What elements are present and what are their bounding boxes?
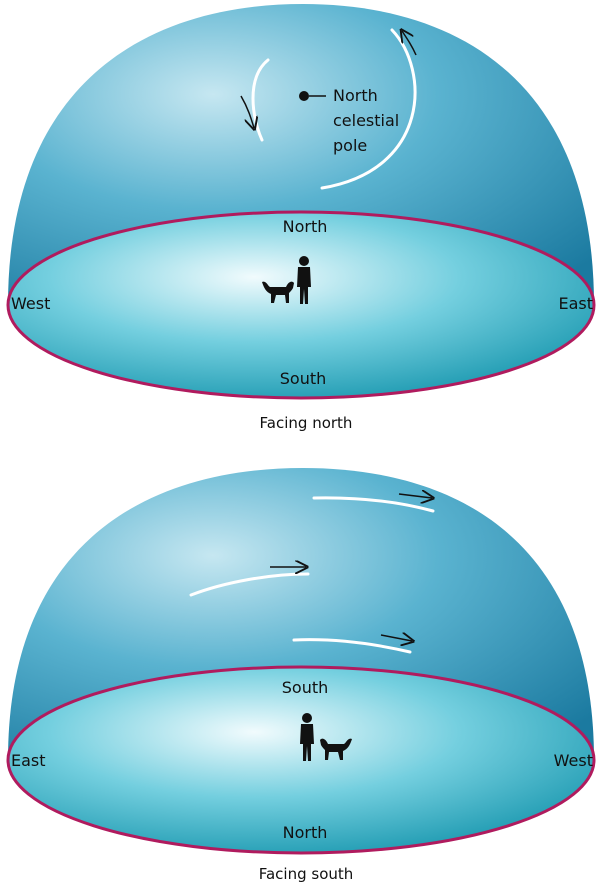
panel-facing-north: North celestial pole North West East Sou… (6, 4, 596, 432)
arrow-icon (380, 635, 412, 641)
dog-icon (320, 738, 352, 760)
star-trail-lower (292, 638, 412, 654)
arrow-icon (402, 31, 417, 56)
direction-label-right: West (554, 751, 593, 770)
panel-facing-south: South East West North Facing south (6, 468, 596, 883)
dog-icon (262, 281, 294, 303)
person-icon (297, 256, 311, 304)
direction-label-bottom: North (283, 823, 328, 842)
panel-caption-facing-south: Facing south (259, 865, 354, 883)
direction-label-bottom: South (280, 369, 327, 388)
direction-label-left: West (11, 294, 50, 313)
panel-caption-facing-north: Facing north (260, 414, 353, 432)
pole-label-line-2: celestial (333, 111, 399, 130)
star-trail-inner (251, 58, 270, 142)
person-icon (300, 713, 314, 761)
arrow-icon (398, 494, 432, 498)
arrow-icon (240, 95, 254, 128)
direction-label-top: North (283, 217, 328, 236)
north-celestial-pole-dot (299, 91, 309, 101)
star-trail-middle (189, 572, 310, 597)
pole-label-line-1: North (333, 86, 378, 105)
direction-label-left: East (11, 751, 46, 770)
star-trail-outer (320, 28, 417, 190)
direction-label-right: East (558, 294, 593, 313)
pole-label-line-3: pole (333, 136, 367, 155)
horizon-plane-south (6, 665, 596, 855)
direction-label-top: South (282, 678, 329, 697)
horizon-plane-north (6, 210, 596, 400)
star-trail-upper (312, 496, 435, 513)
